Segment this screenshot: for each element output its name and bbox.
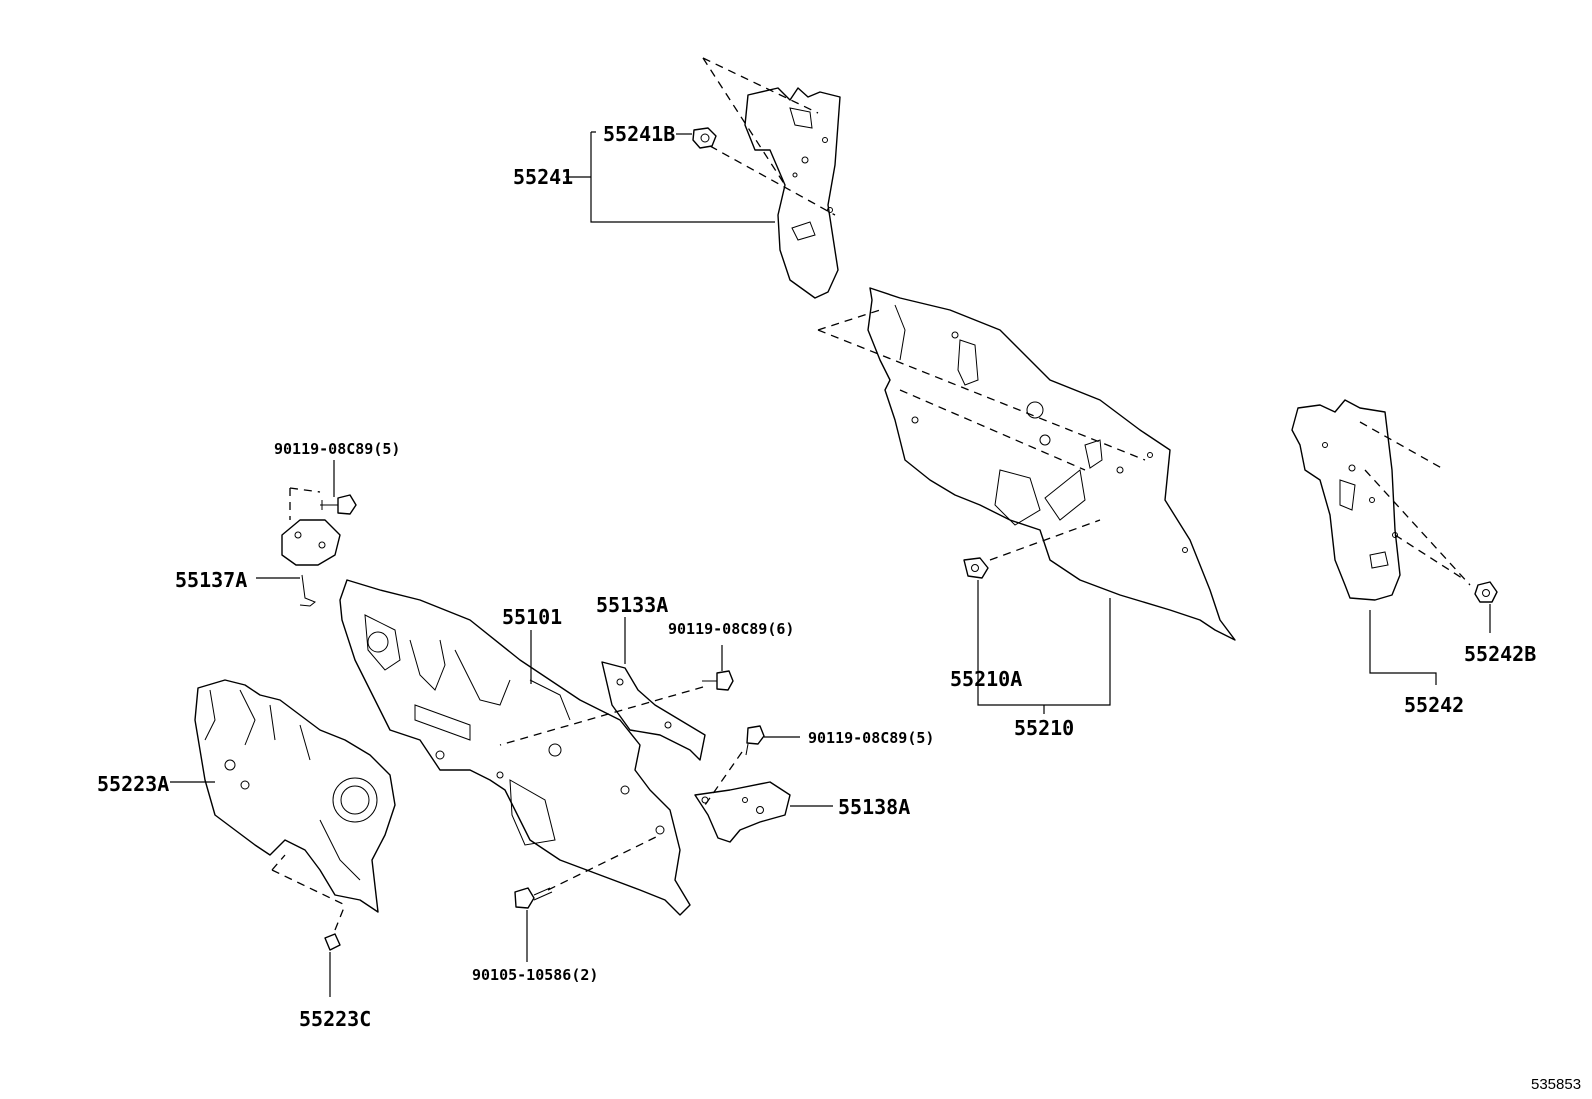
clip-55210A (963, 557, 989, 579)
label-55242: 55242 (1404, 693, 1464, 717)
label-55223C: 55223C (299, 1007, 371, 1031)
label-90105-10586-2: 90105-10586(2) (472, 966, 598, 984)
part-55210-panel (867, 287, 1236, 641)
label-90119-08C89-6: 90119-08C89(6) (668, 620, 794, 638)
label-55241: 55241 (513, 165, 573, 189)
part-55137A-bracket (281, 519, 341, 607)
label-55138A: 55138A (838, 795, 910, 819)
part-55223A-insulator (194, 679, 396, 913)
label-55210: 55210 (1014, 716, 1074, 740)
part-55133A-strip (601, 661, 706, 761)
label-55101: 55101 (502, 605, 562, 629)
label-55133A: 55133A (596, 593, 668, 617)
part-55138A-bracket (694, 781, 791, 843)
bolt-90105-10586 (514, 887, 553, 909)
clip-55241B (692, 127, 717, 149)
part-55242-panel (1291, 399, 1401, 601)
label-55242B: 55242B (1464, 642, 1536, 666)
label-55223A: 55223A (97, 772, 169, 796)
label-55241B: 55241B (603, 122, 675, 146)
bolt-90119-lower-right (745, 725, 765, 756)
bolt-90119-upper-left (320, 494, 357, 515)
part-55101-panel (339, 579, 691, 916)
clip-55242B (1474, 581, 1498, 603)
bolt-90119-middle (702, 670, 734, 691)
clip-55223C (324, 933, 341, 951)
label-90119-08C89-5-upper: 90119-08C89(5) (274, 440, 400, 458)
label-90119-08C89-5-lower: 90119-08C89(5) (808, 729, 934, 747)
label-55210A: 55210A (950, 667, 1022, 691)
label-55137A: 55137A (175, 568, 247, 592)
part-55241-panel (744, 87, 841, 299)
diagram-id: 535853 (1531, 1076, 1581, 1093)
